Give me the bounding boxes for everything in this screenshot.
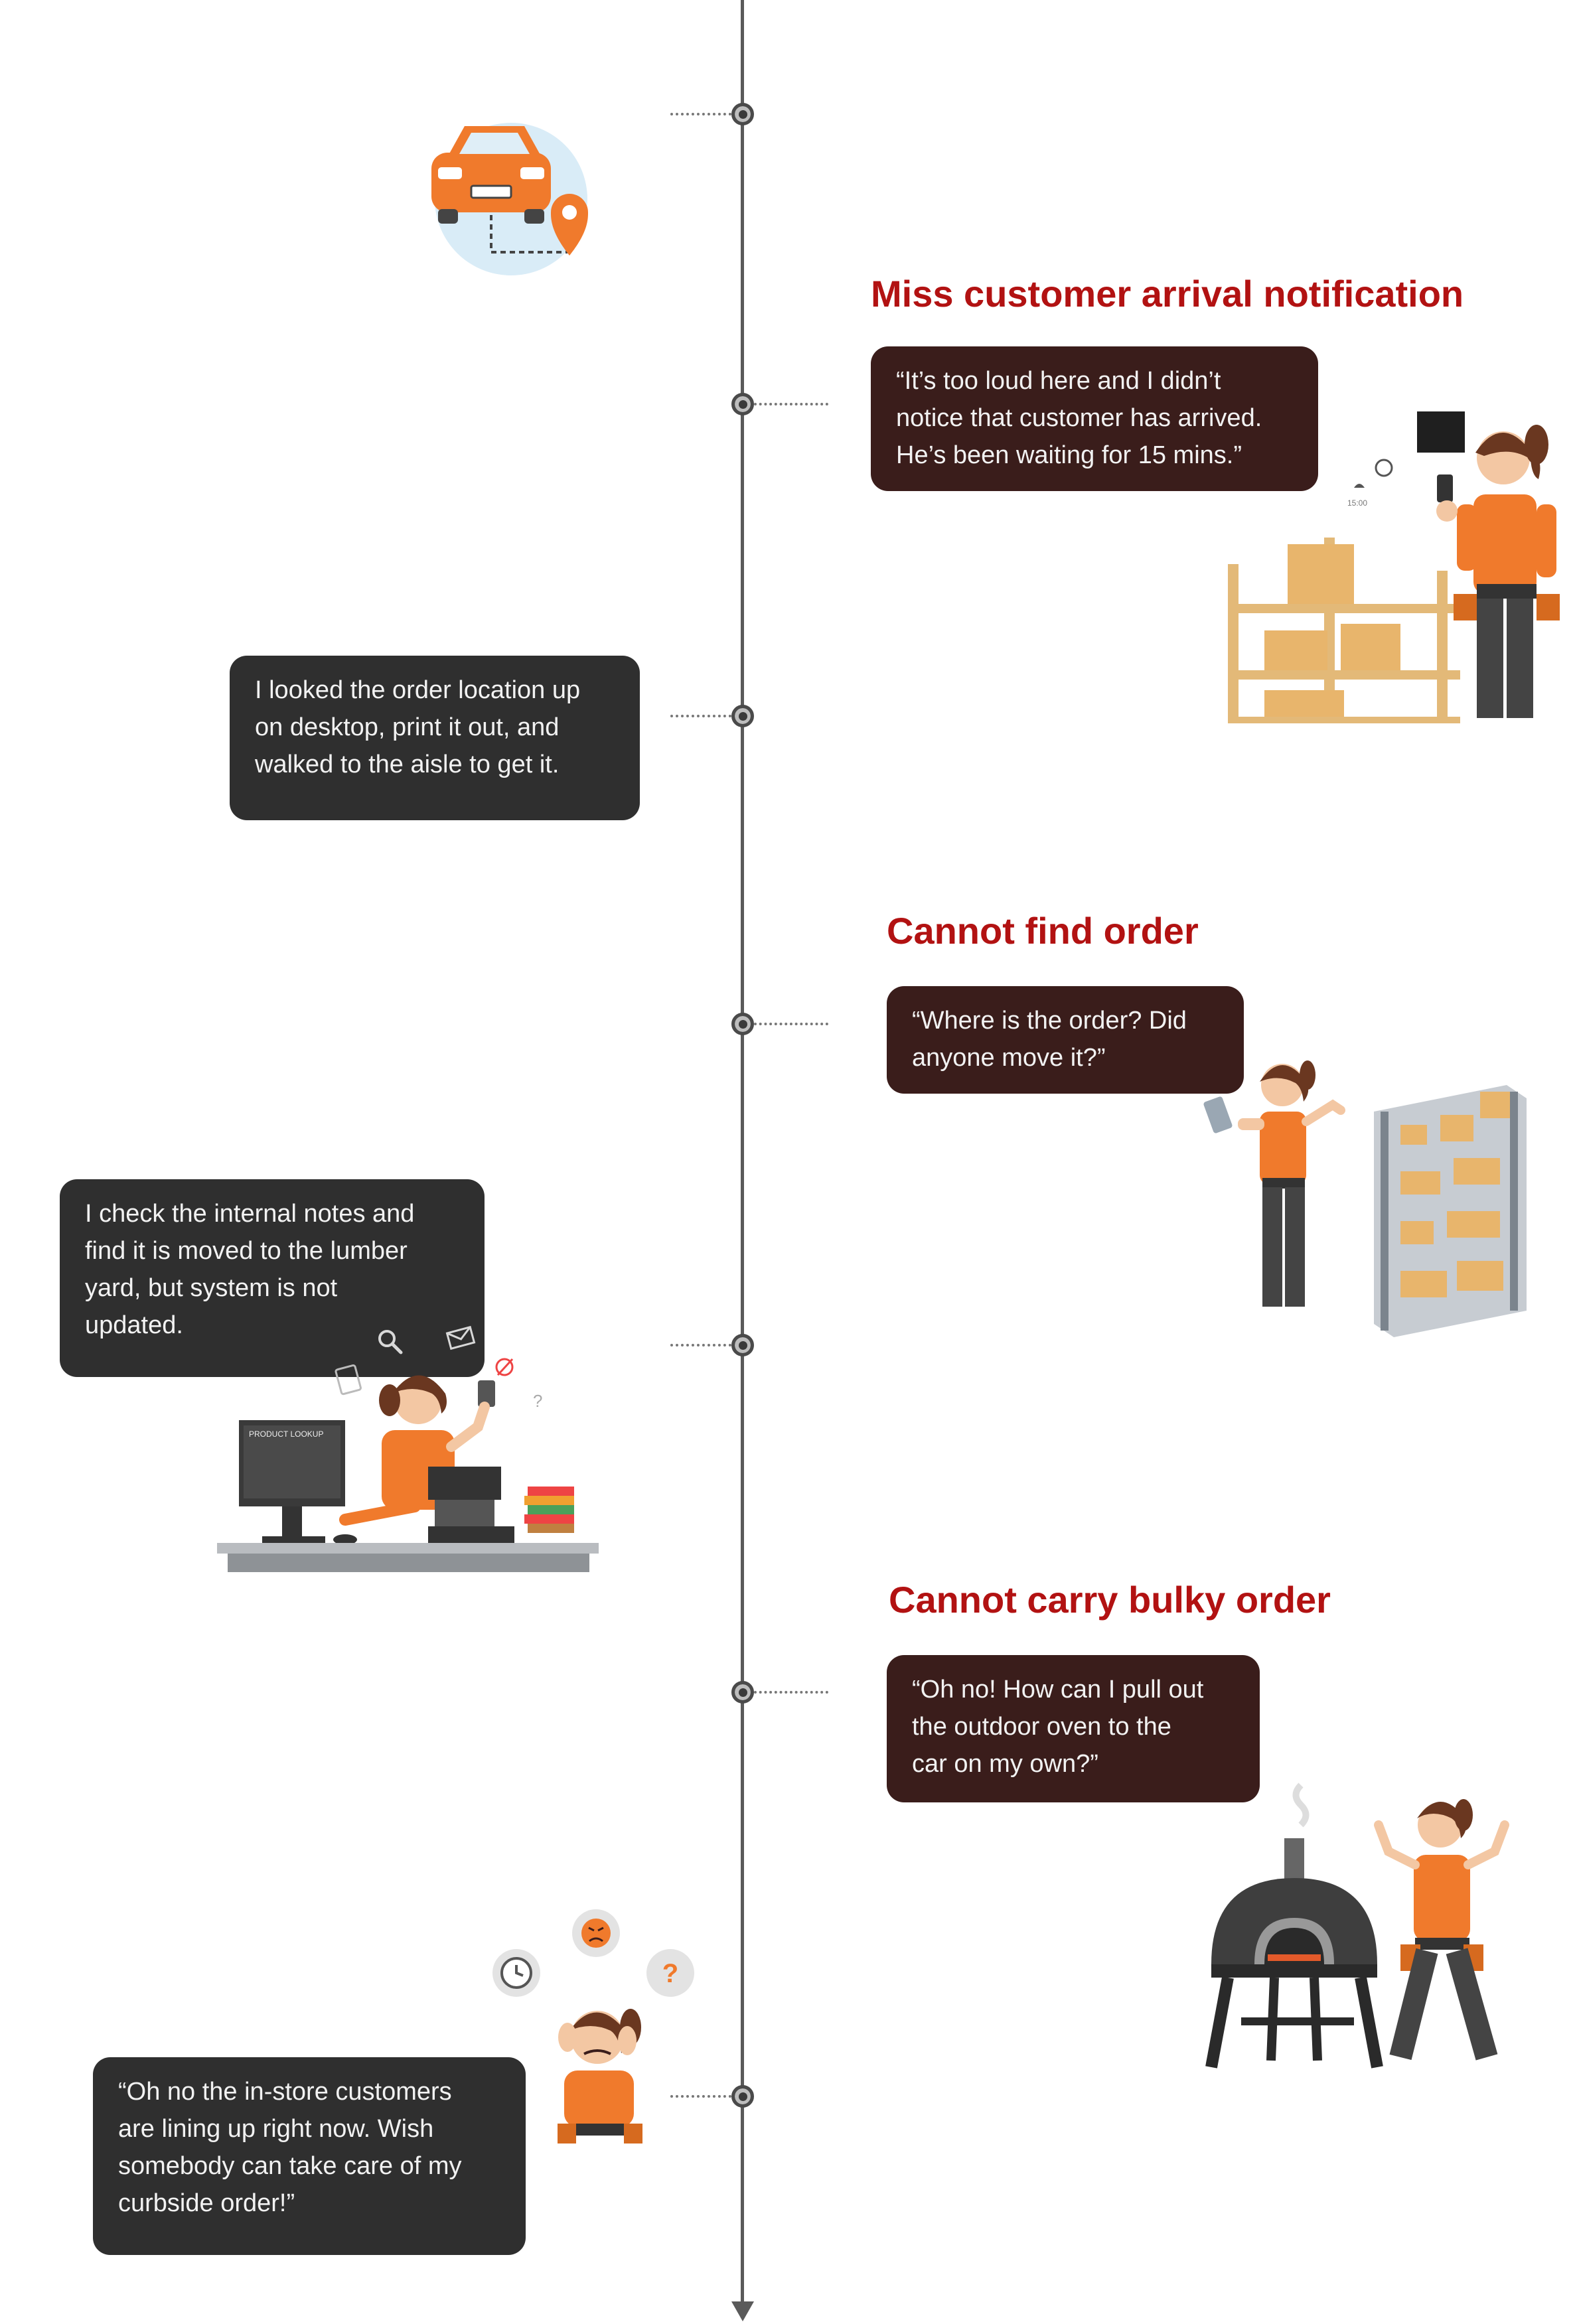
question-icon: ? — [646, 1949, 694, 1997]
connector-1 — [754, 403, 828, 405]
event-3-title: Cannot find order — [887, 910, 1199, 952]
timeline-arrow-head — [731, 2301, 754, 2321]
angry-face-icon — [572, 1909, 620, 1957]
timeline-node-4 — [731, 1334, 754, 1356]
search-icon — [378, 1330, 403, 1354]
event-1-line-2: notice that customer has arrived. — [896, 404, 1262, 432]
event-1-line-1: “It’s too loud here and I didn’t — [896, 367, 1221, 395]
event-6-line-2: are lining up right now. Wish — [118, 2115, 434, 2143]
connector-5 — [754, 1691, 828, 1694]
connector-start — [670, 113, 731, 115]
event-5-line-2: the outdoor oven to the — [912, 1713, 1171, 1741]
event-5-quote-bubble: “Oh no! How can I pull out the outdoor o… — [887, 1655, 1260, 1802]
timeline-spine — [741, 0, 744, 2306]
event-5-title: Cannot carry bulky order — [889, 1579, 1331, 1621]
event-3-line-2: anyone move it?” — [912, 1044, 1106, 1072]
car-location-icon — [431, 123, 588, 275]
connector-6 — [670, 2095, 731, 2098]
clock-icon — [492, 1949, 540, 1997]
connector-3 — [754, 1023, 828, 1025]
event-2-bubble: I looked the order location up on deskto… — [230, 656, 640, 820]
event-6-bubble: “Oh no the in-store customers are lining… — [93, 2057, 526, 2255]
timeline-node-5 — [731, 1681, 754, 1704]
event-4-line-4: updated. — [85, 1311, 183, 1339]
event-5-line-1: “Oh no! How can I pull out — [912, 1676, 1204, 1704]
event-4-line-3: yard, but system is not — [85, 1274, 338, 1302]
event-4-line-1: I check the internal notes and — [85, 1200, 415, 1228]
svg-text:?: ? — [533, 1391, 542, 1411]
timeline-node-2 — [731, 705, 754, 727]
event-2-line-2: on desktop, print it out, and — [255, 713, 560, 741]
worker-outdoor-oven-illustration — [1205, 1782, 1509, 2069]
worker-shelves-phone-illustration: 15:00 — [1228, 411, 1560, 723]
event-5-line-3: car on my own?” — [912, 1750, 1098, 1778]
event-6-line-1: “Oh no the in-store customers — [118, 2078, 452, 2106]
connector-4 — [670, 1344, 731, 1346]
clock-small-text: 15:00 — [1347, 498, 1367, 508]
event-1-title: Miss customer arrival notification — [871, 273, 1464, 315]
event-4-line-2: find it is moved to the lumber — [85, 1237, 408, 1265]
worker-desk-computer-illustration: ? PRODUCT LOOKUP — [217, 1358, 599, 1572]
stressed-worker-illustration — [558, 2009, 642, 2143]
event-3-line-1: “Where is the order? Did — [912, 1007, 1187, 1035]
event-1-line-3: He’s been waiting for 15 mins.” — [896, 441, 1242, 469]
monitor-label: PRODUCT LOOKUP — [249, 1429, 323, 1439]
event-2-line-3: walked to the aisle to get it. — [255, 751, 560, 778]
svg-text:?: ? — [662, 1959, 678, 1988]
timeline-node-1 — [731, 393, 754, 415]
event-3-quote-bubble: “Where is the order? Did anyone move it?… — [887, 986, 1244, 1094]
event-6-line-3: somebody can take care of my — [118, 2152, 462, 2180]
timeline-node-6 — [731, 2085, 754, 2108]
timeline-node-3 — [731, 1013, 754, 1035]
mail-icon — [445, 1325, 476, 1350]
event-2-line-1: I looked the order location up — [255, 676, 581, 704]
event-6-line-4: curbside order!” — [118, 2189, 295, 2217]
event-1-quote-bubble: “It’s too loud here and I didn’t notice … — [871, 346, 1318, 491]
timeline-node-start — [731, 103, 754, 125]
event-4-bubble: I check the internal notes and find it i… — [60, 1179, 485, 1377]
worker-tablet-warehouse-illustration — [1203, 1060, 1527, 1337]
connector-2 — [670, 715, 731, 717]
